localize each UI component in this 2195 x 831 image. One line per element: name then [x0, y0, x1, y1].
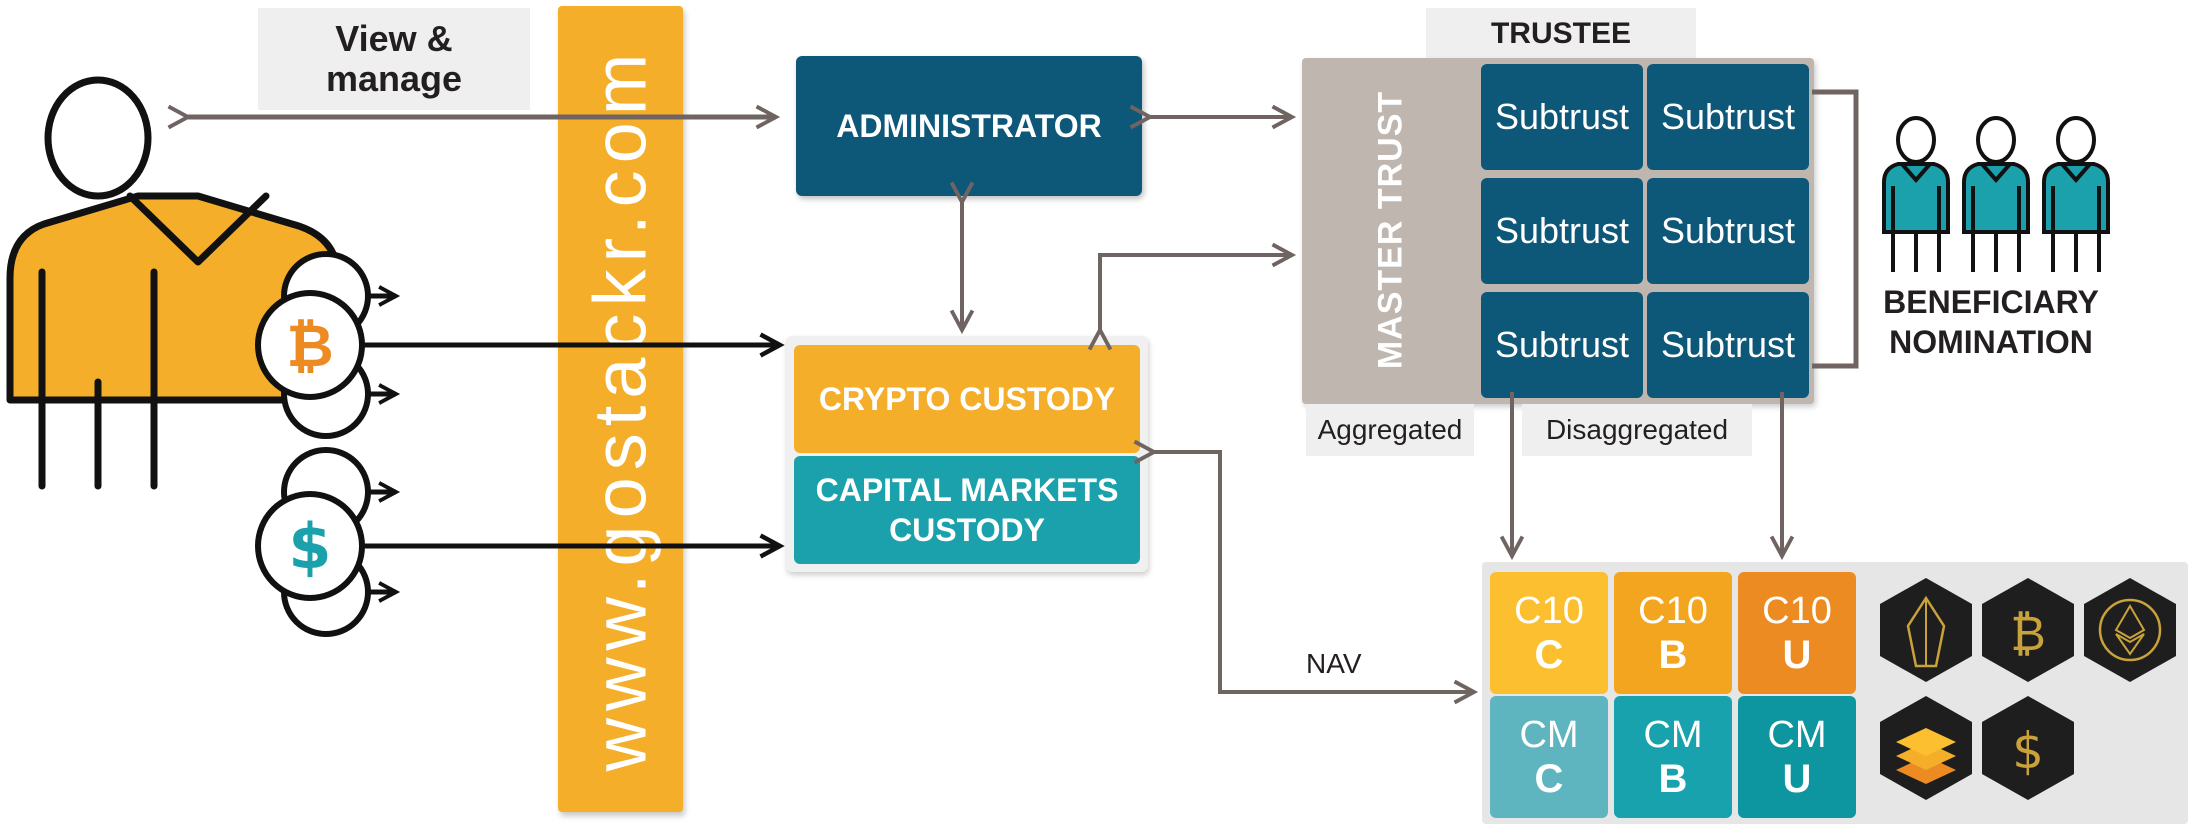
nav-arrow	[1133, 439, 1479, 705]
administrator-label: ADMINISTRATOR	[836, 108, 1102, 144]
fund-class: U	[1782, 757, 1812, 801]
fund-code: CM	[1519, 714, 1579, 756]
fund-code: C10	[1638, 590, 1708, 632]
subtrust-box: Subtrust	[1647, 292, 1809, 398]
fund-code: CM	[1643, 714, 1703, 756]
disaggregated-box: Disaggregated	[1522, 404, 1752, 456]
subtrust-label: Subtrust	[1660, 210, 1796, 251]
subtrust-label: Subtrust	[1494, 96, 1630, 137]
svg-text:₿: ₿	[2010, 606, 2046, 662]
bitcoin-icon: ₿	[286, 312, 333, 380]
fund-class: C	[1534, 757, 1564, 801]
svg-text:$: $	[2012, 722, 2044, 780]
beneficiary-nomination-label: BENEFICIARY NOMINATION	[1883, 284, 2099, 360]
subtrust-label: Subtrust	[1660, 324, 1796, 365]
beneficiary-bracket	[1812, 89, 1859, 369]
fund-code: C10	[1762, 590, 1832, 632]
view-manage-box: View & manage	[258, 8, 530, 110]
beneficiaries-icon	[1882, 116, 2110, 272]
dollar-hexagon-icon: $	[1982, 696, 2074, 800]
subtrust-box: Subtrust	[1647, 64, 1809, 170]
custody-trust-arrow	[1087, 242, 1297, 351]
dollar-icon: $	[288, 510, 331, 583]
subtrust-label: Subtrust	[1660, 96, 1796, 137]
administrator-box: ADMINISTRATOR	[796, 56, 1142, 196]
fund-class: C	[1534, 633, 1564, 677]
capital-markets-custody-box: CAPITAL MARKETS CUSTODY	[794, 456, 1140, 564]
fund-code: C10	[1514, 590, 1584, 632]
crypto-custody-label: CRYPTO CUSTODY	[818, 381, 1116, 417]
subtrust-label: Subtrust	[1494, 324, 1630, 365]
subtrust-box: Subtrust	[1481, 64, 1643, 170]
ethereum-hexagon-icon	[2084, 578, 2176, 682]
fund-code: CM	[1767, 714, 1827, 756]
fund-class: B	[1658, 757, 1688, 801]
subtrust-label: Subtrust	[1494, 210, 1630, 251]
view-manage-label: View & manage	[325, 18, 463, 99]
fund-class: B	[1658, 633, 1688, 677]
disaggregated-label: Disaggregated	[1545, 414, 1729, 445]
subtrust-box: Subtrust	[1647, 178, 1809, 284]
capital-markets-custody-label: CAPITAL MARKETS CUSTODY	[815, 472, 1119, 548]
dollar-coins-icon: $	[255, 447, 401, 637]
subtrust-box: Subtrust	[1481, 292, 1643, 398]
fund-class: U	[1782, 633, 1812, 677]
crypto-custody-box: CRYPTO CUSTODY	[794, 345, 1140, 453]
bitcoin-hexagon-icon: ₿	[1982, 578, 2074, 682]
website-bar[interactable]: www.gostackr.com	[558, 6, 683, 812]
subtrust-box: Subtrust	[1481, 178, 1643, 284]
trustee-label: TRUSTEE	[1490, 17, 1631, 50]
trustee-box: TRUSTEE	[1426, 8, 1696, 60]
layers-hexagon-icon	[1880, 696, 1972, 800]
bitcoin-coins-icon: ₿	[255, 251, 401, 439]
eos-hexagon-icon	[1880, 578, 1972, 682]
